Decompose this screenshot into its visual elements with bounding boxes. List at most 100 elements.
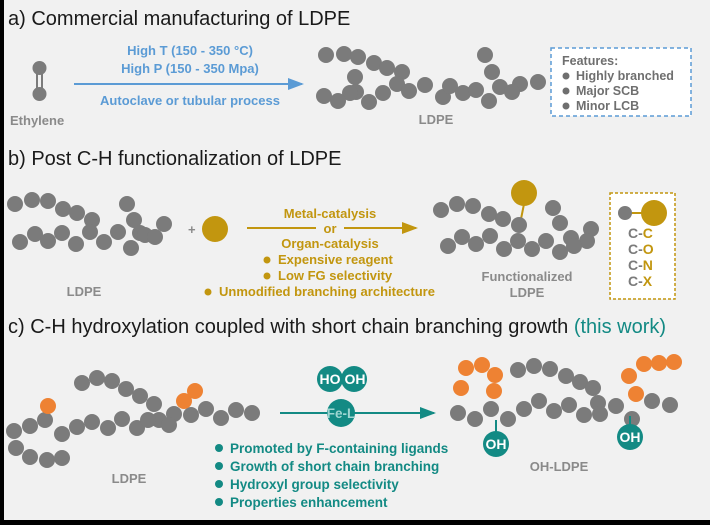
plus-sign: + xyxy=(188,222,196,237)
monomer-bead xyxy=(84,212,100,228)
condition-temperature: High T (150 - 350 °C) xyxy=(127,43,253,58)
monomer-bead xyxy=(511,217,527,233)
hydroxyl-site-bead xyxy=(176,393,192,409)
hydroxyl-site-bead xyxy=(474,357,490,373)
oxidant-ho: HO xyxy=(320,371,341,387)
monomer-bead xyxy=(40,193,56,209)
bond-type-cn: C-N xyxy=(628,257,653,273)
monomer-bead xyxy=(545,200,561,216)
monomer-bead xyxy=(401,83,417,99)
monomer-bead xyxy=(110,224,126,240)
monomer-bead xyxy=(123,240,139,256)
scheme-figure: a) Commercial manufacturing of LDPE Ethy… xyxy=(4,0,710,520)
monomer-bead xyxy=(54,426,70,442)
hydroxyl-site-bead xyxy=(453,380,469,396)
monomer-bead xyxy=(119,196,135,212)
monomer-bead xyxy=(468,82,484,98)
monomer-bead xyxy=(375,85,391,101)
ldpe-chain-c-icon xyxy=(6,370,260,468)
monomer-bead xyxy=(585,380,601,396)
monomer-bead xyxy=(538,233,554,249)
bullet-icon xyxy=(215,498,223,506)
monomer-bead xyxy=(82,224,98,240)
monomer-bead xyxy=(624,411,640,427)
panel-b-title: b) Post C-H functionalization of LDPE xyxy=(8,148,342,170)
monomer-bead xyxy=(572,374,588,390)
features-title: Features: xyxy=(562,54,618,68)
monomer-bead xyxy=(467,411,483,427)
monomer-bead xyxy=(7,196,23,212)
monomer-bead xyxy=(336,46,352,62)
hydroxyl-site-bead xyxy=(651,355,667,371)
monomer-bead xyxy=(440,238,456,254)
ethylene-label: Ethylene xyxy=(10,113,64,128)
carbon-atom-icon xyxy=(618,206,632,220)
monomer-bead xyxy=(526,358,542,374)
monomer-bead xyxy=(442,78,458,94)
condition-organ-catalysis: Organ-catalysis xyxy=(281,236,379,251)
ldpe-label-b: LDPE xyxy=(67,284,102,299)
monomer-bead xyxy=(552,215,568,231)
monomer-bead xyxy=(579,233,595,249)
monomer-bead xyxy=(342,85,358,101)
ldpe-chain-b-icon xyxy=(7,192,172,256)
bullet-icon xyxy=(562,102,570,110)
monomer-bead xyxy=(74,375,90,391)
monomer-bead xyxy=(318,47,334,63)
advantage-item: Hydroxyl group selectivity xyxy=(230,477,399,492)
monomer-bead xyxy=(500,411,516,427)
monomer-bead xyxy=(347,69,363,85)
bond-type-co: C-O xyxy=(628,241,654,257)
panel-c-title: c) C-H hydroxylation coupled with short … xyxy=(8,316,666,338)
monomer-bead xyxy=(69,205,85,221)
monomer-bead xyxy=(161,417,177,433)
monomer-bead xyxy=(6,423,22,439)
bullet-icon xyxy=(562,87,570,95)
monomer-bead xyxy=(54,450,70,466)
monomer-bead xyxy=(183,407,199,423)
bullet-icon xyxy=(204,288,212,296)
monomer-bead xyxy=(68,236,84,252)
monomer-bead xyxy=(510,233,526,249)
panel-a: a) Commercial manufacturing of LDPE Ethy… xyxy=(8,8,692,128)
monomer-bead xyxy=(69,419,85,435)
monomer-bead xyxy=(379,60,395,76)
advantage-item: Properties enhancement xyxy=(230,495,388,510)
monomer-bead xyxy=(40,233,56,249)
monomer-bead xyxy=(455,85,471,101)
monomer-bead xyxy=(481,206,497,222)
monomer-bead xyxy=(465,198,481,214)
functional-group-icon xyxy=(511,180,537,206)
hydroxyl-site-bead xyxy=(187,383,203,399)
hydroxyl-site-bead xyxy=(40,398,56,414)
monomer-bead xyxy=(484,64,500,80)
panel-c: c) C-H hydroxylation coupled with short … xyxy=(6,316,682,510)
monomer-bead xyxy=(449,196,465,212)
monomer-bead xyxy=(468,236,484,252)
ldpe-label-a: LDPE xyxy=(419,112,454,127)
monomer-bead xyxy=(350,49,366,65)
functionalized-label-1: Functionalized xyxy=(482,269,573,284)
monomer-bead xyxy=(496,241,512,257)
bond-type-cc: C-C xyxy=(628,225,653,241)
drawback-item: Expensive reagent xyxy=(278,252,394,267)
hydrogen-peroxide-icon: HO OH xyxy=(317,366,367,392)
monomer-bead xyxy=(156,216,172,232)
condition-or: or xyxy=(324,221,337,236)
monomer-bead xyxy=(662,397,678,413)
condition-pressure: High P (150 - 350 Mpa) xyxy=(121,61,259,76)
bullet-icon xyxy=(562,72,570,80)
monomer-bead xyxy=(417,77,433,93)
catalyst-label: Fe-L xyxy=(327,406,356,421)
monomer-bead xyxy=(530,74,546,90)
bond-type-cx: C-X xyxy=(628,273,653,289)
monomer-bead xyxy=(516,401,532,417)
monomer-bead xyxy=(524,241,540,257)
drawback-item: Unmodified branching architecture xyxy=(219,284,435,299)
monomer-bead xyxy=(477,47,493,63)
monomer-bead xyxy=(483,401,499,417)
monomer-bead xyxy=(39,452,55,468)
monomer-bead xyxy=(198,401,214,417)
hydroxyl-site-bead xyxy=(621,368,637,384)
hydroxyl-group-icon: OH xyxy=(617,416,643,450)
